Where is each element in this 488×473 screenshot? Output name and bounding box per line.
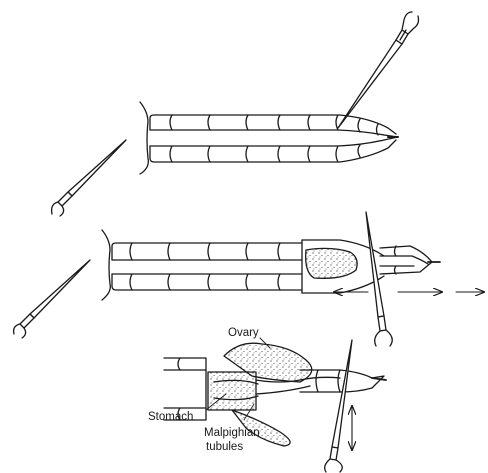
needle-icon xyxy=(325,340,352,472)
stage-1-abdomen xyxy=(140,102,398,174)
stage-2-abdomen xyxy=(102,230,440,300)
stomach-label: Stomach xyxy=(148,411,193,423)
stage-3-dissection xyxy=(164,343,386,446)
forceps-icon xyxy=(338,12,419,128)
malpighian-label-line2: tubules xyxy=(206,441,243,453)
needle-icon xyxy=(52,140,126,216)
ovary-label: Ovary xyxy=(228,327,259,339)
malpighian-label-line1: Malpighian xyxy=(204,427,260,439)
needle-icon xyxy=(14,260,90,338)
